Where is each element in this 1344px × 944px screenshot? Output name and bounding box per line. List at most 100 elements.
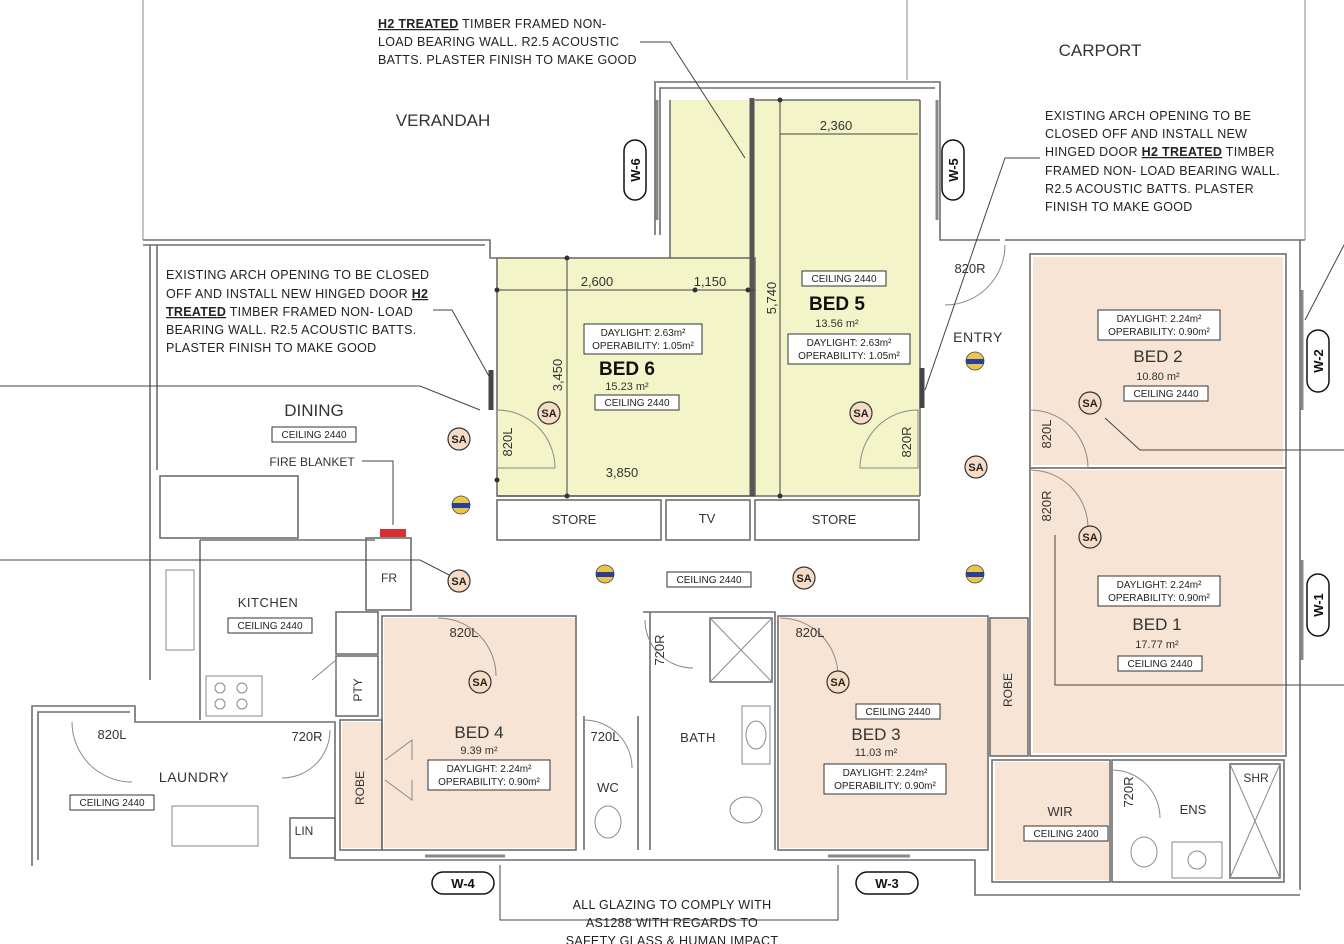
room-fills xyxy=(342,100,1283,880)
bed2-name: BED 2 xyxy=(1133,347,1182,366)
entry-label: ENTRY xyxy=(953,329,1003,345)
leader-lines xyxy=(0,41,1344,921)
note-right-line6: FINISH TO MAKE GOOD xyxy=(1045,200,1193,214)
bath-label: BATH xyxy=(680,730,716,745)
note-bottom-line2: AS1288 WITH REGARDS TO xyxy=(586,916,758,930)
note-right-line4: FRAMED NON- LOAD BEARING WALL. xyxy=(1045,164,1280,178)
door-ens: 720R xyxy=(1121,776,1136,807)
smoke-alarm-label: SA xyxy=(472,677,487,689)
door-bed6: 820L xyxy=(500,428,515,457)
bed5-area: 13.56 m² xyxy=(815,318,859,330)
bed3: CEILING 2440 BED 3 11.03 m² DAYLIGHT: 2.… xyxy=(823,703,947,795)
bed2: DAYLIGHT: 2.24m² OPERABILITY: 0.90m² BED… xyxy=(1097,309,1221,402)
note-right-bold: H2 TREATED xyxy=(1142,145,1223,159)
note-top-line1: TIMBER FRAMED NON- xyxy=(459,17,607,31)
pantry-label: PTY xyxy=(351,678,365,701)
smoke-alarm-label: SA xyxy=(451,576,466,588)
svg-text:OFF AND INSTALL NEW HINGED DOO: OFF AND INSTALL NEW HINGED DOOR H2 xyxy=(166,287,428,301)
svg-text:TREATED TIMBER FRAMED NON- LOA: TREATED TIMBER FRAMED NON- LOAD xyxy=(166,305,413,319)
bed1-fill xyxy=(1033,470,1283,753)
dimension-lines xyxy=(494,97,918,499)
shr-label: SHR xyxy=(1243,771,1269,785)
light-icon xyxy=(595,564,615,584)
bed6-fill xyxy=(497,258,755,496)
window-marks xyxy=(425,100,1304,858)
note-left-line2: OFF AND INSTALL NEW HINGED DOOR xyxy=(166,287,412,301)
fixtures xyxy=(165,569,1223,879)
bed3-daylight: DAYLIGHT: 2.24m² xyxy=(843,768,929,779)
smoke-alarm-label: SA xyxy=(541,408,556,420)
smoke-alarm-label: SA xyxy=(1082,398,1097,410)
dim-bed6-bottom: 3,850 xyxy=(606,465,639,480)
bed1-daylight: DAYLIGHT: 2.24m² xyxy=(1117,580,1203,591)
bed6: DAYLIGHT: 2.63m² OPERABILITY: 1.05m² BED… xyxy=(583,323,703,411)
smoke-alarm-label: SA xyxy=(796,573,811,585)
door-laundry: 820L xyxy=(98,727,127,742)
note-right-line5: R2.5 ACOUSTIC BATTS. PLASTER xyxy=(1045,182,1254,196)
wir-fill xyxy=(995,762,1109,880)
bed5-fill xyxy=(755,100,920,496)
note-left-bold2: TREATED xyxy=(166,305,226,319)
laundry-label: LAUNDRY xyxy=(159,769,229,785)
smoke-alarm-label: SA xyxy=(853,408,868,420)
robe-bed3-label: ROBE xyxy=(1001,673,1015,707)
dim-bed6-top-right: 1,150 xyxy=(694,274,727,289)
note-bottom-line3: SAFETY GLASS & HUMAN IMPACT xyxy=(566,934,779,944)
note-left-line3: TIMBER FRAMED NON- LOAD xyxy=(226,305,413,319)
note-bottom: ALL GLAZING TO COMPLY WITH AS1288 WITH R… xyxy=(566,898,779,944)
kitchen-ceiling: CEILING 2440 xyxy=(237,621,302,632)
bed6-operability: OPERABILITY: 1.05m² xyxy=(592,341,694,352)
window-w5-tag: W-5 xyxy=(946,158,961,182)
smoke-alarm-label: SA xyxy=(451,434,466,446)
bed2-area: 10.80 m² xyxy=(1136,371,1180,383)
carport-label: CARPORT xyxy=(1059,41,1142,60)
dim-bed5-height: 5,740 xyxy=(764,282,779,315)
note-right-line1: EXISTING ARCH OPENING TO BE xyxy=(1045,109,1251,123)
wir-label: WIR xyxy=(1047,804,1072,819)
bed3-area: 11.03 m² xyxy=(855,747,898,759)
tv-label: TV xyxy=(699,511,716,526)
robe-bed4-label: ROBE xyxy=(353,771,367,805)
bed4-fill xyxy=(384,618,576,848)
door-bed4: 820L xyxy=(450,625,479,640)
bed5-operability: OPERABILITY: 1.05m² xyxy=(798,351,900,362)
note-right-line2: CLOSED OFF AND INSTALL NEW xyxy=(1045,127,1247,141)
bed1: DAYLIGHT: 2.24m² OPERABILITY: 0.90m² BED… xyxy=(1097,575,1221,672)
svg-text:H2 TREATED TIMBER FRAMED NON-: H2 TREATED TIMBER FRAMED NON- xyxy=(378,17,606,31)
door-bath: 720R xyxy=(652,634,667,665)
bed2-ceiling: CEILING 2440 xyxy=(1133,389,1198,400)
fire-blanket-label: FIRE BLANKET xyxy=(269,455,355,469)
smoke-alarm-label: SA xyxy=(830,677,845,689)
smoke-alarm-label: SA xyxy=(968,462,983,474)
note-right-line3-rest: TIMBER xyxy=(1222,145,1275,159)
door-pantry: 720R xyxy=(291,729,322,744)
note-right: EXISTING ARCH OPENING TO BE CLOSED OFF A… xyxy=(1045,109,1280,214)
light-icon xyxy=(451,495,471,515)
note-left-line5: PLASTER FINISH TO MAKE GOOD xyxy=(166,341,376,355)
bed4-name: BED 4 xyxy=(454,723,503,742)
ceiling-lights xyxy=(451,351,985,584)
bed5: CEILING 2440 BED 5 13.56 m² DAYLIGHT: 2.… xyxy=(787,270,911,365)
store-right-label: STORE xyxy=(812,512,857,527)
fridge-label: FR xyxy=(381,571,397,585)
window-w4-tag: W-4 xyxy=(451,876,475,891)
wir-ceiling: CEILING 2400 xyxy=(1033,829,1098,840)
dining-label: DINING xyxy=(284,401,344,420)
door-swings xyxy=(71,244,1161,819)
robe3-fill xyxy=(990,618,1028,756)
bed4-operability: OPERABILITY: 0.90m² xyxy=(438,777,540,788)
door-entry: 820R xyxy=(954,261,985,276)
bed6-ceiling: CEILING 2440 xyxy=(604,398,669,409)
hall-ceiling: CEILING 2440 xyxy=(676,575,741,586)
light-icon xyxy=(965,351,985,371)
bed3-fill xyxy=(780,618,988,848)
bed4: BED 4 9.39 m² DAYLIGHT: 2.24m² OPERABILI… xyxy=(427,723,551,791)
kitchen-label: KITCHEN xyxy=(238,595,299,610)
bed1-area: 17.77 m² xyxy=(1135,639,1179,651)
store-left-label: STORE xyxy=(552,512,597,527)
bed5-name: BED 5 xyxy=(809,294,865,315)
window-tags: W-6 W-5 W-2 W-1 W-4 W-3 xyxy=(431,139,1330,895)
bed3-name: BED 3 xyxy=(851,725,900,744)
robe4-fill xyxy=(342,722,382,848)
note-left-line4: BEARING WALL. R2.5 ACOUSTIC BATTS. xyxy=(166,323,417,337)
